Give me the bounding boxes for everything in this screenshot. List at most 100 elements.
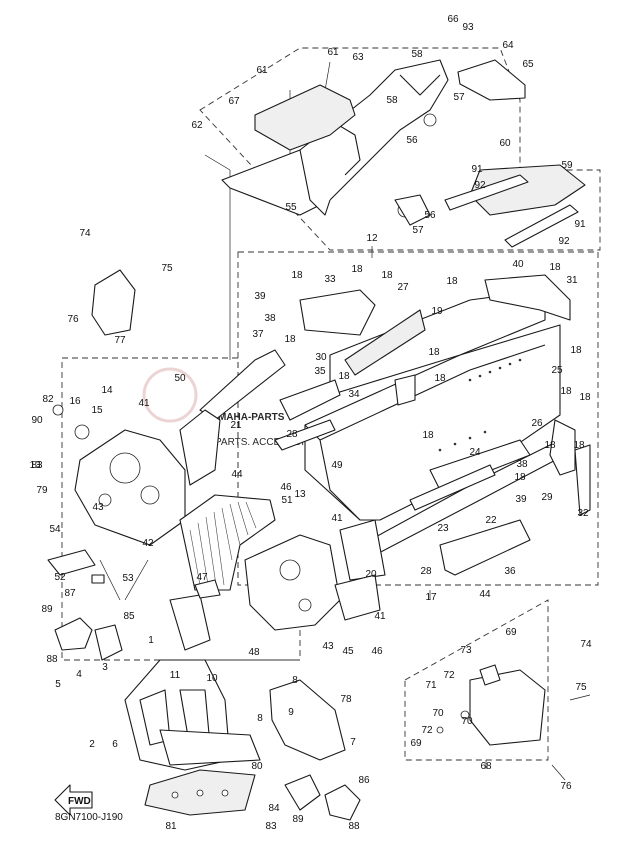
callout-66: 66	[447, 14, 459, 25]
callout-18: 18	[446, 276, 458, 287]
callout-18: 18	[351, 264, 363, 275]
callout-38: 38	[516, 459, 528, 470]
callout-18: 18	[422, 430, 434, 441]
callout-90: 90	[31, 415, 43, 426]
callout-63: 63	[352, 52, 364, 63]
callout-35: 35	[314, 366, 326, 377]
callout-19: 19	[431, 306, 443, 317]
callout-75: 75	[575, 682, 587, 693]
callout-27: 27	[397, 282, 409, 293]
callout-55: 55	[285, 202, 297, 213]
callout-18: 18	[291, 270, 303, 281]
callout-92: 92	[558, 236, 570, 247]
callout-18: 18	[570, 345, 582, 356]
callout-82: 82	[42, 394, 54, 405]
callout-91: 91	[574, 219, 586, 230]
callout-26: 26	[531, 418, 543, 429]
callout-41: 41	[138, 398, 150, 409]
callout-54: 54	[49, 524, 61, 535]
callout-12: 12	[366, 233, 378, 244]
callout-49: 49	[331, 460, 343, 471]
callout-18: 18	[514, 472, 526, 483]
callout-74: 74	[79, 228, 91, 239]
callout-24: 24	[469, 447, 481, 458]
callout-32: 32	[577, 508, 589, 519]
callout-69: 69	[505, 627, 517, 638]
callout-13: 13	[29, 460, 41, 471]
small-plate-47	[194, 579, 221, 599]
callout-18: 18	[560, 386, 572, 397]
callout-52: 52	[54, 572, 66, 583]
callout-68: 68	[480, 761, 492, 772]
callout-21: 21	[230, 420, 242, 431]
main-frame	[199, 274, 591, 581]
skid-plate	[144, 769, 256, 816]
callout-65: 65	[522, 59, 534, 70]
callout-46: 46	[280, 482, 292, 493]
callout-7: 7	[350, 737, 356, 748]
callout-6: 6	[112, 739, 118, 750]
callout-70: 70	[461, 716, 473, 727]
callout-18: 18	[549, 262, 561, 273]
callout-11: 11	[170, 670, 181, 681]
callout-39: 39	[254, 291, 266, 302]
bracket-52	[47, 549, 96, 576]
fwd-label: FWD	[68, 796, 91, 807]
bracket-85	[94, 624, 123, 661]
callout-18: 18	[544, 440, 556, 451]
callout-72: 72	[443, 670, 455, 681]
callout-5: 5	[55, 679, 61, 690]
callout-92: 92	[474, 180, 486, 191]
callout-80: 80	[251, 761, 263, 772]
callout-91: 91	[471, 164, 483, 175]
callout-86: 86	[358, 775, 370, 786]
callout-77: 77	[114, 335, 126, 346]
callout-69: 69	[410, 738, 422, 749]
callout-83: 83	[265, 821, 277, 832]
callout-72: 72	[421, 725, 433, 736]
bushing-53	[91, 574, 105, 584]
callout-18: 18	[381, 270, 393, 281]
callout-3: 3	[102, 662, 108, 673]
callout-42: 42	[142, 538, 154, 549]
callout-45: 45	[342, 646, 354, 657]
callout-73: 73	[460, 645, 472, 656]
callout-67: 67	[228, 96, 240, 107]
callout-15: 15	[91, 405, 103, 416]
callout-83: 83	[31, 460, 43, 471]
watermark-brand: YAMAHA-PARTS	[205, 412, 285, 423]
callout-64: 64	[502, 40, 514, 51]
callout-1: 1	[148, 635, 154, 646]
callout-48: 48	[248, 647, 260, 658]
bracket-84	[284, 774, 321, 811]
center-bracket	[269, 679, 346, 761]
callout-22: 22	[485, 515, 497, 526]
callout-25: 25	[551, 365, 563, 376]
bracket-86	[324, 784, 361, 821]
callout-41: 41	[374, 611, 386, 622]
callout-89: 89	[292, 814, 304, 825]
left-side-plate	[52, 404, 221, 546]
upper-cover	[91, 269, 136, 336]
callout-53: 53	[122, 573, 134, 584]
callout-9: 9	[288, 707, 294, 718]
callout-56: 56	[406, 135, 418, 146]
callout-44: 44	[479, 589, 491, 600]
callout-44: 44	[231, 469, 243, 480]
callout-93: 93	[462, 22, 474, 33]
callout-71: 71	[425, 680, 437, 691]
callout-40: 40	[512, 259, 524, 270]
callout-28: 28	[420, 566, 432, 577]
callout-88: 88	[348, 821, 360, 832]
callout-59: 59	[561, 160, 573, 171]
callout-20: 20	[365, 569, 377, 580]
rear-bracket	[457, 59, 526, 101]
callout-17: 17	[425, 592, 437, 603]
callout-62: 62	[191, 120, 203, 131]
bracket-group-outline	[404, 599, 549, 761]
callout-18: 18	[428, 347, 440, 358]
callout-61: 61	[256, 65, 268, 76]
seat-plate	[254, 84, 356, 151]
bracket-assembly	[436, 664, 546, 746]
